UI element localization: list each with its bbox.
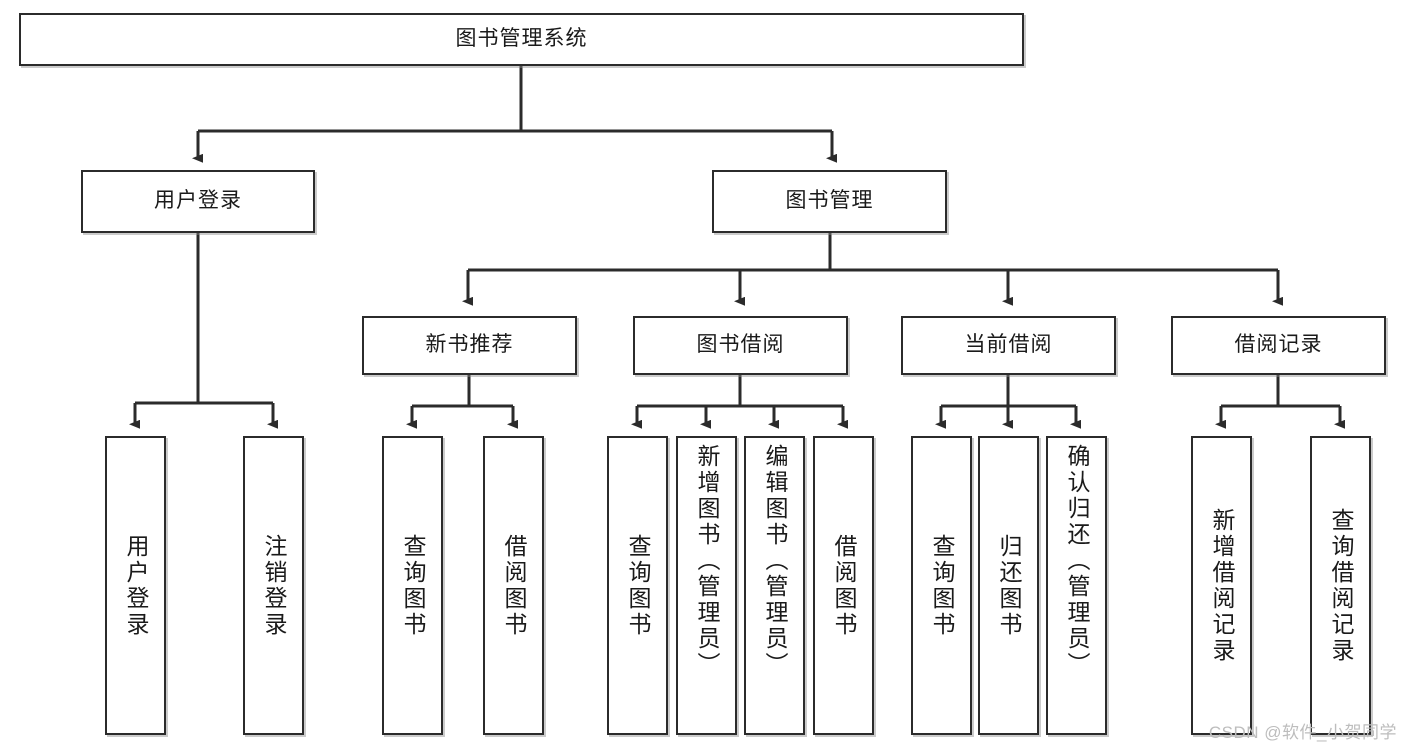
node-leaf-edit-book[interactable]: 编辑图书（管理员） (744, 436, 805, 735)
node-leaf-query-book-2[interactable]: 查询图书 (607, 436, 668, 735)
node-leaf-add-book-label: 新增图书（管理员） (694, 444, 720, 678)
node-book-manage-label: 图书管理 (785, 189, 874, 213)
node-leaf-borrow-book-1[interactable]: 借阅图书 (483, 436, 544, 735)
node-new-book-rec[interactable]: 新书推荐 (362, 316, 577, 375)
node-leaf-borrow-book-1-label: 借阅图书 (501, 533, 527, 638)
node-leaf-query-book-1-label: 查询图书 (400, 533, 426, 638)
node-leaf-query-book-2-label: 查询图书 (625, 533, 651, 638)
node-book-borrow[interactable]: 图书借阅 (633, 316, 848, 375)
node-root[interactable]: 图书管理系统 (19, 13, 1024, 66)
node-leaf-borrow-book-2[interactable]: 借阅图书 (813, 436, 874, 735)
node-leaf-return-book-label: 归还图书 (996, 533, 1022, 638)
node-leaf-confirm-return[interactable]: 确认归还（管理员） (1046, 436, 1107, 735)
node-leaf-borrow-book-2-label: 借阅图书 (831, 533, 857, 638)
node-leaf-query-record-label: 查询借阅记录 (1328, 507, 1354, 664)
node-user-login-label: 用户登录 (154, 189, 242, 213)
node-leaf-add-book[interactable]: 新增图书（管理员） (676, 436, 737, 735)
node-leaf-add-record[interactable]: 新增借阅记录 (1191, 436, 1252, 735)
node-leaf-query-book-3[interactable]: 查询图书 (911, 436, 972, 735)
node-current-borrow-label: 当前借阅 (964, 333, 1053, 357)
node-leaf-logout[interactable]: 注销登录 (243, 436, 304, 735)
watermark: CSDN @软件_小贺同学 (1208, 723, 1397, 742)
node-book-borrow-label: 图书借阅 (696, 333, 785, 357)
node-borrow-record[interactable]: 借阅记录 (1171, 316, 1386, 375)
node-leaf-query-record[interactable]: 查询借阅记录 (1310, 436, 1371, 735)
node-leaf-query-book-3-label: 查询图书 (929, 533, 955, 638)
node-current-borrow[interactable]: 当前借阅 (901, 316, 1116, 375)
node-root-label: 图书管理系统 (455, 27, 588, 51)
node-leaf-add-record-label: 新增借阅记录 (1209, 507, 1235, 664)
node-user-login[interactable]: 用户登录 (81, 170, 315, 233)
node-leaf-confirm-return-label: 确认归还（管理员） (1064, 444, 1090, 678)
node-book-manage[interactable]: 图书管理 (712, 170, 947, 233)
node-new-book-rec-label: 新书推荐 (425, 333, 514, 357)
node-leaf-edit-book-label: 编辑图书（管理员） (762, 444, 788, 678)
node-leaf-logout-label: 注销登录 (261, 533, 287, 638)
node-leaf-user-login-label: 用户登录 (123, 533, 149, 638)
node-leaf-user-login[interactable]: 用户登录 (105, 436, 166, 735)
node-leaf-query-book-1[interactable]: 查询图书 (382, 436, 443, 735)
node-borrow-record-label: 借阅记录 (1234, 333, 1323, 357)
node-leaf-return-book[interactable]: 归还图书 (978, 436, 1039, 735)
